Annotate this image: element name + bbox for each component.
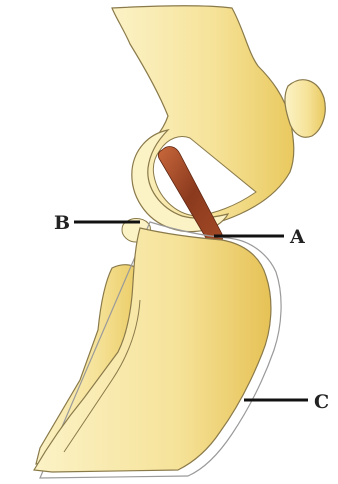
tibia-bone	[34, 228, 271, 472]
label-c: C	[314, 391, 329, 413]
label-a: A	[289, 226, 305, 248]
label-b: B	[54, 212, 70, 234]
